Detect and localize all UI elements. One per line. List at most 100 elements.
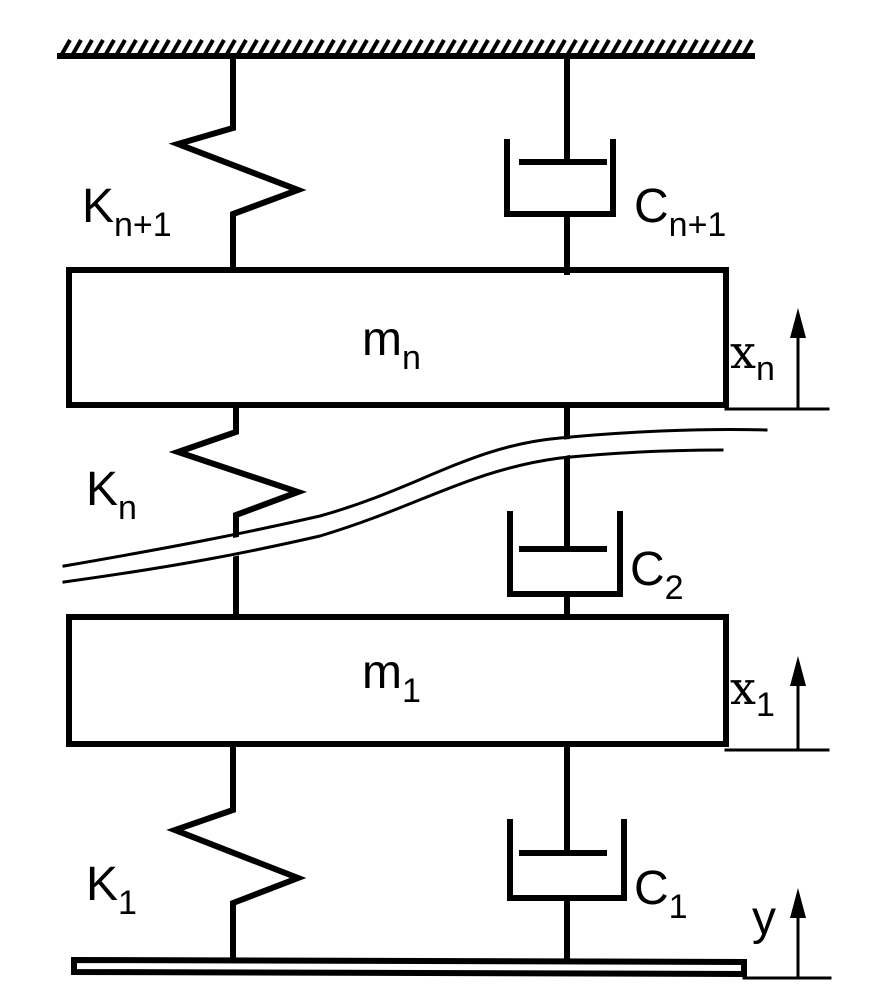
mass-upper xyxy=(66,267,729,408)
ceiling-hatch-line xyxy=(269,39,281,55)
label-displacement-lower: x1 xyxy=(730,661,775,724)
displacement-base-indicator xyxy=(742,888,832,980)
ceiling-hatch-line xyxy=(489,39,501,55)
ceiling-hatch-line xyxy=(709,39,721,55)
ceiling-hatch-line xyxy=(159,39,171,55)
ceiling-hatch-line xyxy=(346,39,358,55)
ceiling-hatch-line xyxy=(115,39,127,55)
ceiling-hatch-line xyxy=(247,39,259,55)
ceiling-hatch-line xyxy=(214,39,226,55)
arrow-up-icon xyxy=(790,888,806,918)
label-displacement-upper-symbol: x xyxy=(730,325,756,379)
label-mass-lower-index: 1 xyxy=(402,672,421,710)
ceiling-hatch-line xyxy=(500,39,512,55)
arrow-up-icon xyxy=(790,656,806,686)
ceiling-hatch-line xyxy=(93,39,105,55)
ceiling-hatch-line xyxy=(621,39,633,55)
ceiling-hatch-line xyxy=(467,39,479,55)
ceiling-hatch-line xyxy=(368,39,380,55)
ceiling-hatch-line xyxy=(698,39,710,55)
label-mass-upper-index: n xyxy=(402,339,421,377)
ceiling-hatch-line xyxy=(632,39,644,55)
ceiling-hatching xyxy=(60,39,754,55)
ceiling-hatch-line xyxy=(665,39,677,55)
ceiling-hatch-line xyxy=(126,39,138,55)
ceiling-hatch-line xyxy=(82,39,94,55)
ceiling-hatch-line xyxy=(676,39,688,55)
arrow-up-icon xyxy=(790,308,806,338)
spring-bottom xyxy=(166,741,307,961)
ceiling-hatch-line xyxy=(478,39,490,55)
label-displacement-lower-symbol: x xyxy=(730,661,756,715)
ceiling-hatch-line xyxy=(203,39,215,55)
ceiling-hatch-line xyxy=(335,39,347,55)
label-mass-upper: mn xyxy=(362,313,421,377)
ceiling-hatch-line xyxy=(401,39,413,55)
label-damper-top-symbol: C xyxy=(634,180,669,233)
label-spring-bottom-symbol: K xyxy=(86,858,118,911)
label-spring-bottom: K1 xyxy=(86,858,137,922)
spring-middle xyxy=(168,402,308,615)
label-spring-top: Kn+1 xyxy=(82,180,172,244)
ceiling-hatch-line xyxy=(588,39,600,55)
ceiling-hatch-line xyxy=(313,39,325,55)
mass-lower xyxy=(66,614,729,747)
ceiling-hatch-line xyxy=(71,39,83,55)
ceiling-hatch-line xyxy=(577,39,589,55)
ceiling-hatch-line xyxy=(610,39,622,55)
ceiling-hatch-line xyxy=(566,39,578,55)
label-damper-bottom-index: 1 xyxy=(669,888,688,926)
label-displacement-base: y xyxy=(752,892,776,945)
label-spring-middle-symbol: K xyxy=(86,463,118,516)
label-damper-bottom-symbol: C xyxy=(634,862,669,915)
ceiling-hatch-line xyxy=(379,39,391,55)
damper-top xyxy=(504,55,616,275)
label-spring-top-symbol: K xyxy=(82,180,114,233)
label-mass-upper-symbol: m xyxy=(362,313,402,366)
label-damper-top-index: n+1 xyxy=(669,206,727,244)
label-displacement-upper-index: n xyxy=(756,350,775,388)
ceiling-hatch-line xyxy=(258,39,270,55)
label-displacement-upper: xn xyxy=(730,325,775,388)
ceiling-hatch-line xyxy=(302,39,314,55)
base-plate xyxy=(71,956,747,978)
break-line-icon xyxy=(62,427,768,586)
ceiling-hatch-line xyxy=(654,39,666,55)
label-spring-middle: Kn xyxy=(86,463,137,527)
ceiling-hatch-line xyxy=(181,39,193,55)
ceiling-hatch-line xyxy=(555,39,567,55)
ceiling-hatch-line xyxy=(522,39,534,55)
ceiling-hatch-line xyxy=(357,39,369,55)
ceiling-hatch-line xyxy=(280,39,292,55)
ceiling-hatch-line xyxy=(533,39,545,55)
displacement-upper-indicator xyxy=(724,308,830,411)
spring-top xyxy=(168,55,307,273)
ceiling-hatch-line xyxy=(687,39,699,55)
ceiling-hatch-line xyxy=(104,39,116,55)
ceiling-hatch-line xyxy=(412,39,424,55)
ceiling-hatch-line xyxy=(390,39,402,55)
label-spring-bottom-index: 1 xyxy=(118,884,137,922)
ceiling-hatch-line xyxy=(511,39,523,55)
label-spring-top-index: n+1 xyxy=(114,206,172,244)
label-damper-middle-symbol: C xyxy=(630,543,665,596)
ceiling-hatch-line xyxy=(137,39,149,55)
ceiling-hatch-line xyxy=(192,39,204,55)
ceiling-hatch-line xyxy=(643,39,655,55)
ceiling-hatch-line xyxy=(544,39,556,55)
label-damper-bottom: C1 xyxy=(634,862,688,926)
label-spring-middle-index: n xyxy=(118,489,137,527)
ceiling-hatch-line xyxy=(225,39,237,55)
ceiling-hatch-line xyxy=(291,39,303,55)
ceiling-hatch-line xyxy=(742,39,754,55)
label-damper-top: Cn+1 xyxy=(634,180,726,244)
displacement-lower-indicator xyxy=(724,656,830,752)
ceiling-ground-icon xyxy=(57,39,755,59)
ceiling-hatch-line xyxy=(60,39,72,55)
label-mass-lower: m1 xyxy=(362,646,421,710)
ceiling-hatch-line xyxy=(731,39,743,55)
ceiling-hatch-line xyxy=(445,39,457,55)
ceiling-hatch-line xyxy=(236,39,248,55)
label-damper-middle-index: 2 xyxy=(665,569,684,607)
